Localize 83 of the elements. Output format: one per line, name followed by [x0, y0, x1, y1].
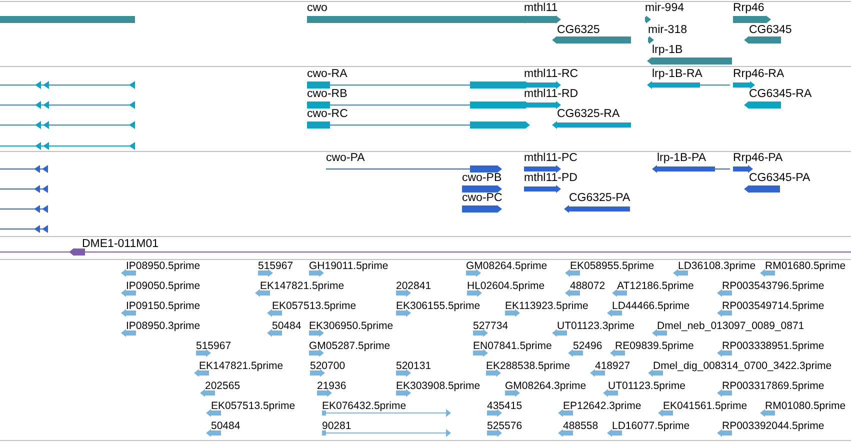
feature-label: mthl11-RC — [524, 69, 578, 80]
feature-label: cwo-PC — [462, 193, 502, 204]
feature-label: 515967 — [196, 341, 232, 352]
feature-label: LD36108.3prime — [678, 261, 756, 272]
feature-label: LD44466.5prime — [612, 301, 690, 312]
feature-label: GM08264.5prime — [466, 261, 548, 272]
feature-label: IP09150.5prime — [126, 301, 200, 312]
feature-label: mir-994 — [645, 3, 684, 14]
feature-label: EK113923.5prime — [505, 301, 588, 312]
feature-label: 90281 — [322, 421, 352, 432]
feature-label: EK147821.5prime — [199, 361, 284, 372]
feature-label: 488558 — [563, 421, 598, 432]
feature-label: UT01123.5prime — [608, 381, 686, 392]
feature-label: EP12642.3prime — [563, 401, 642, 412]
feature-label: mthl11-PD — [524, 173, 578, 184]
feature-label: LD16077.5prime — [612, 421, 690, 432]
feature-label: 515967 — [258, 261, 294, 272]
feature-label: RP003338951.5prime — [722, 341, 824, 352]
feature-label: mir-318 — [648, 25, 687, 36]
feature-label: IP09050.5prime — [126, 281, 200, 292]
feature-label: EK147821.5prime — [260, 281, 344, 292]
feature-label: mthl11-PC — [524, 153, 578, 164]
feature-label: Rrp46-PA — [733, 153, 783, 164]
feature-label: HL02604.5prime — [467, 281, 545, 292]
feature-label: cwo-RC — [307, 109, 348, 120]
feature-label: 488072 — [570, 281, 606, 292]
feature-label: EK303908.5prime — [396, 381, 480, 392]
feature-label: Rrp46-RA — [733, 69, 784, 80]
feature-label: UT01123.3prime — [557, 321, 634, 332]
feature-label: Rrp46 — [733, 3, 764, 14]
feature-label: EK288538.5prime — [486, 361, 570, 372]
feature-label: DME1-011M01 — [82, 239, 158, 250]
feature-label: RP003317869.5prime — [722, 381, 824, 392]
feature-label: EK076432.5prime — [322, 401, 406, 412]
feature-label: EK041561.5prime — [663, 401, 748, 412]
feature-label: GM05287.5prime — [309, 341, 390, 352]
feature-label: 527734 — [473, 321, 508, 332]
feature-label: GH19011.5prime — [309, 261, 388, 272]
feature-label: 418927 — [595, 361, 630, 372]
feature-label: GM08264.3prime — [505, 381, 586, 392]
feature-label: RP003549714.5prime — [722, 301, 824, 312]
feature-label: lrp-1B-RA — [652, 69, 702, 80]
feature-label: EK058955.5prime — [570, 261, 654, 272]
feature-label: 50484 — [272, 321, 302, 332]
feature-label: lrp-1B — [652, 45, 683, 56]
feature-label: IP08950.3prime — [126, 321, 200, 332]
feature-label: EK306155.5prime — [396, 301, 480, 312]
feature-label: CG6345-PA — [749, 173, 810, 184]
feature-label: CG6345 — [749, 25, 792, 36]
feature-label: 520131 — [396, 361, 432, 372]
feature-label: cwo-RB — [307, 89, 348, 100]
feature-label: 435415 — [487, 401, 522, 412]
feature-label: 202565 — [205, 381, 240, 392]
feature-label: mthl11 — [524, 3, 558, 14]
feature-label: EK057513.5prime — [272, 301, 356, 312]
feature-label: RE09839.5prime — [615, 341, 694, 352]
feature-label: 21936 — [317, 381, 346, 392]
feature-label: IP08950.5prime — [126, 261, 200, 272]
feature-label: Dmel_dig_008314_0700_3422.3prime — [653, 361, 832, 372]
feature-label: 525576 — [487, 421, 522, 432]
feature-label: cwo-RA — [307, 69, 348, 80]
feature-label: RP003543796.5prime — [722, 281, 824, 292]
feature-label: cwo-PA — [326, 153, 365, 164]
feature-label: CG6345-RA — [749, 89, 812, 100]
feature-label: EN07841.5prime — [473, 341, 552, 352]
feature-label: RM01080.5prime — [765, 401, 846, 412]
feature-label: 52496 — [573, 341, 602, 352]
feature-label: EK306950.5prime — [309, 321, 394, 332]
feature-label: mthl11-RD — [524, 89, 578, 100]
feature-label: RM01680.5prime — [765, 261, 846, 272]
feature-label: CG6325-RA — [557, 109, 620, 120]
feature-label: 520700 — [310, 361, 346, 372]
feature-label: CG6325 — [557, 25, 600, 36]
feature-label: cwo-PB — [462, 173, 502, 184]
feature-label: cwo — [307, 3, 328, 14]
feature-label: lrp-1B-PA — [657, 153, 706, 164]
feature-label: RP003392044.5prime — [722, 421, 824, 432]
feature-label: Dmel_neb_013097_0089_0871 — [657, 321, 804, 332]
feature-label: AT12186.5prime — [617, 281, 694, 292]
feature-label: CG6325-PA — [569, 193, 630, 204]
feature-label: 202841 — [396, 281, 432, 292]
feature-label: 50484 — [211, 421, 240, 432]
feature-label: EK057513.5prime — [211, 401, 296, 412]
